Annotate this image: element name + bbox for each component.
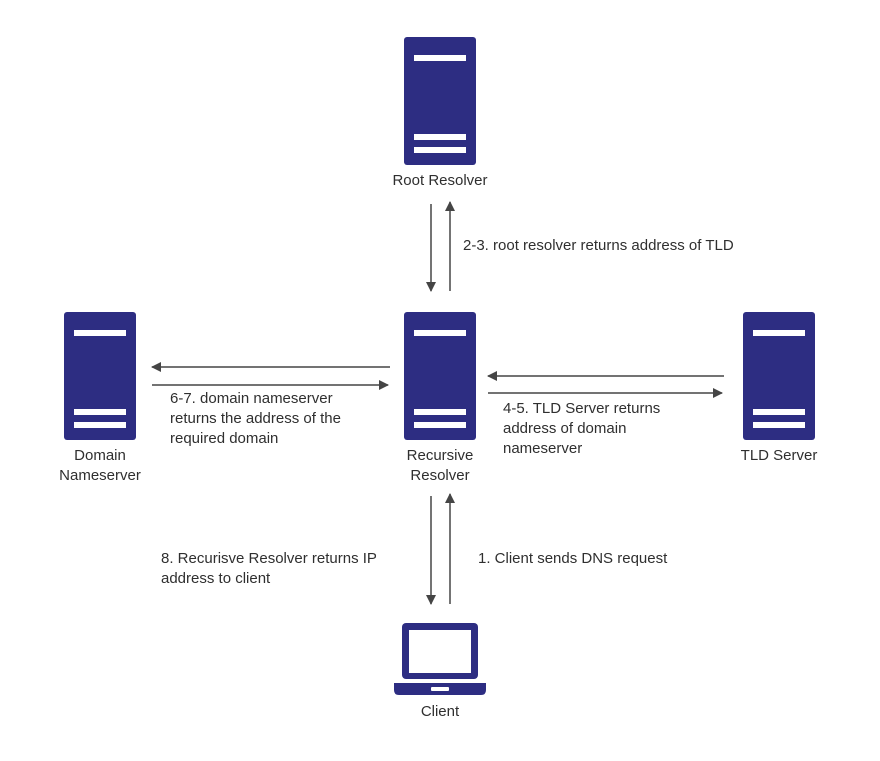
domain-nameserver-label: Domain Nameserver <box>59 447 141 484</box>
recursive-resolver-label: Recursive Resolver <box>406 447 474 484</box>
client-laptop-icon <box>394 623 486 695</box>
root-resolver-server-icon <box>404 37 476 165</box>
client-label: Client <box>420 703 460 720</box>
step-6-7-label: 6-7. domain nameserver returns the addre… <box>170 390 341 447</box>
step-1-label: 1. Client sends DNS request <box>478 550 668 567</box>
domain-nameserver-server-icon <box>64 312 136 440</box>
root-resolver-label: Root Resolver <box>392 172 488 189</box>
tld-server-icon <box>743 312 815 440</box>
step-4-5-label: 4-5. TLD Server returns address of domai… <box>503 400 661 457</box>
recursive-resolver-server-icon <box>404 312 476 440</box>
tld-server-label: TLD Server <box>740 447 818 464</box>
step-2-3-label: 2-3. root resolver returns address of TL… <box>463 237 734 254</box>
step-8-label: 8. Recurisve Resolver returns IP address… <box>161 550 377 587</box>
